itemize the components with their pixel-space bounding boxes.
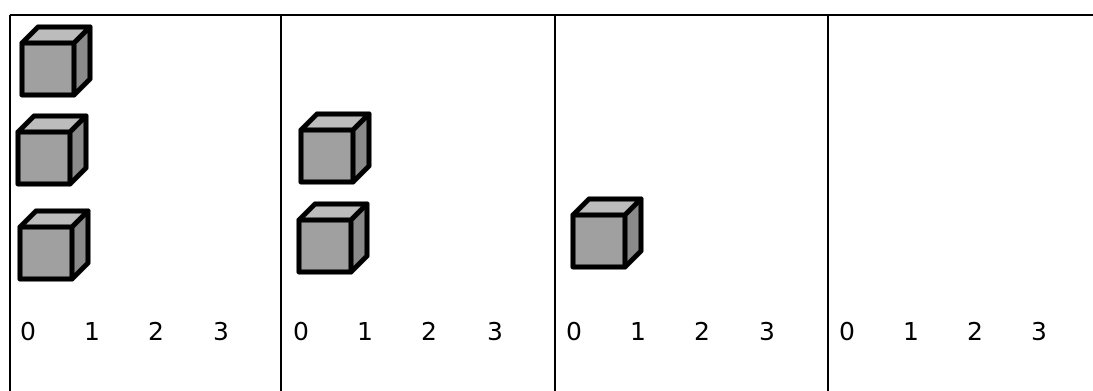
tick-label: 2 (967, 317, 983, 346)
panel: 0 1 2 3 (293, 114, 503, 346)
tick-label: 1 (84, 317, 100, 346)
cube-icon (299, 204, 367, 272)
cube-front-face (22, 43, 74, 95)
tick-label: 0 (20, 317, 36, 346)
cube-front-face (20, 227, 72, 279)
panel: 0 1 2 3 (18, 27, 229, 346)
tick-label: 3 (213, 317, 229, 346)
cube-icon (22, 27, 90, 95)
tick-label: 0 (566, 317, 582, 346)
cube-stack (299, 114, 369, 272)
panel: 0 1 2 3 (839, 317, 1047, 346)
cube-front-face (18, 132, 70, 184)
panel: 0 1 2 3 (566, 199, 775, 346)
tick-label: 3 (759, 317, 775, 346)
tick-label: 2 (694, 317, 710, 346)
tick-label: 0 (839, 317, 855, 346)
cube-front-face (299, 220, 351, 272)
tick-label: 1 (630, 317, 646, 346)
tick-label: 3 (1031, 317, 1047, 346)
cube-stack (18, 27, 90, 279)
cube-icon (301, 114, 369, 182)
cube-front-face (573, 215, 625, 267)
cube-front-face (301, 130, 353, 182)
cube-stack (573, 199, 641, 267)
cube-icon (20, 211, 88, 279)
diagram-frame (10, 15, 1093, 391)
tick-label: 1 (357, 317, 373, 346)
cube-icon (573, 199, 641, 267)
cube-icon (18, 116, 86, 184)
tick-label: 0 (293, 317, 309, 346)
tick-label: 3 (487, 317, 503, 346)
tick-label: 2 (148, 317, 164, 346)
tick-label: 2 (421, 317, 437, 346)
tick-label: 1 (903, 317, 919, 346)
